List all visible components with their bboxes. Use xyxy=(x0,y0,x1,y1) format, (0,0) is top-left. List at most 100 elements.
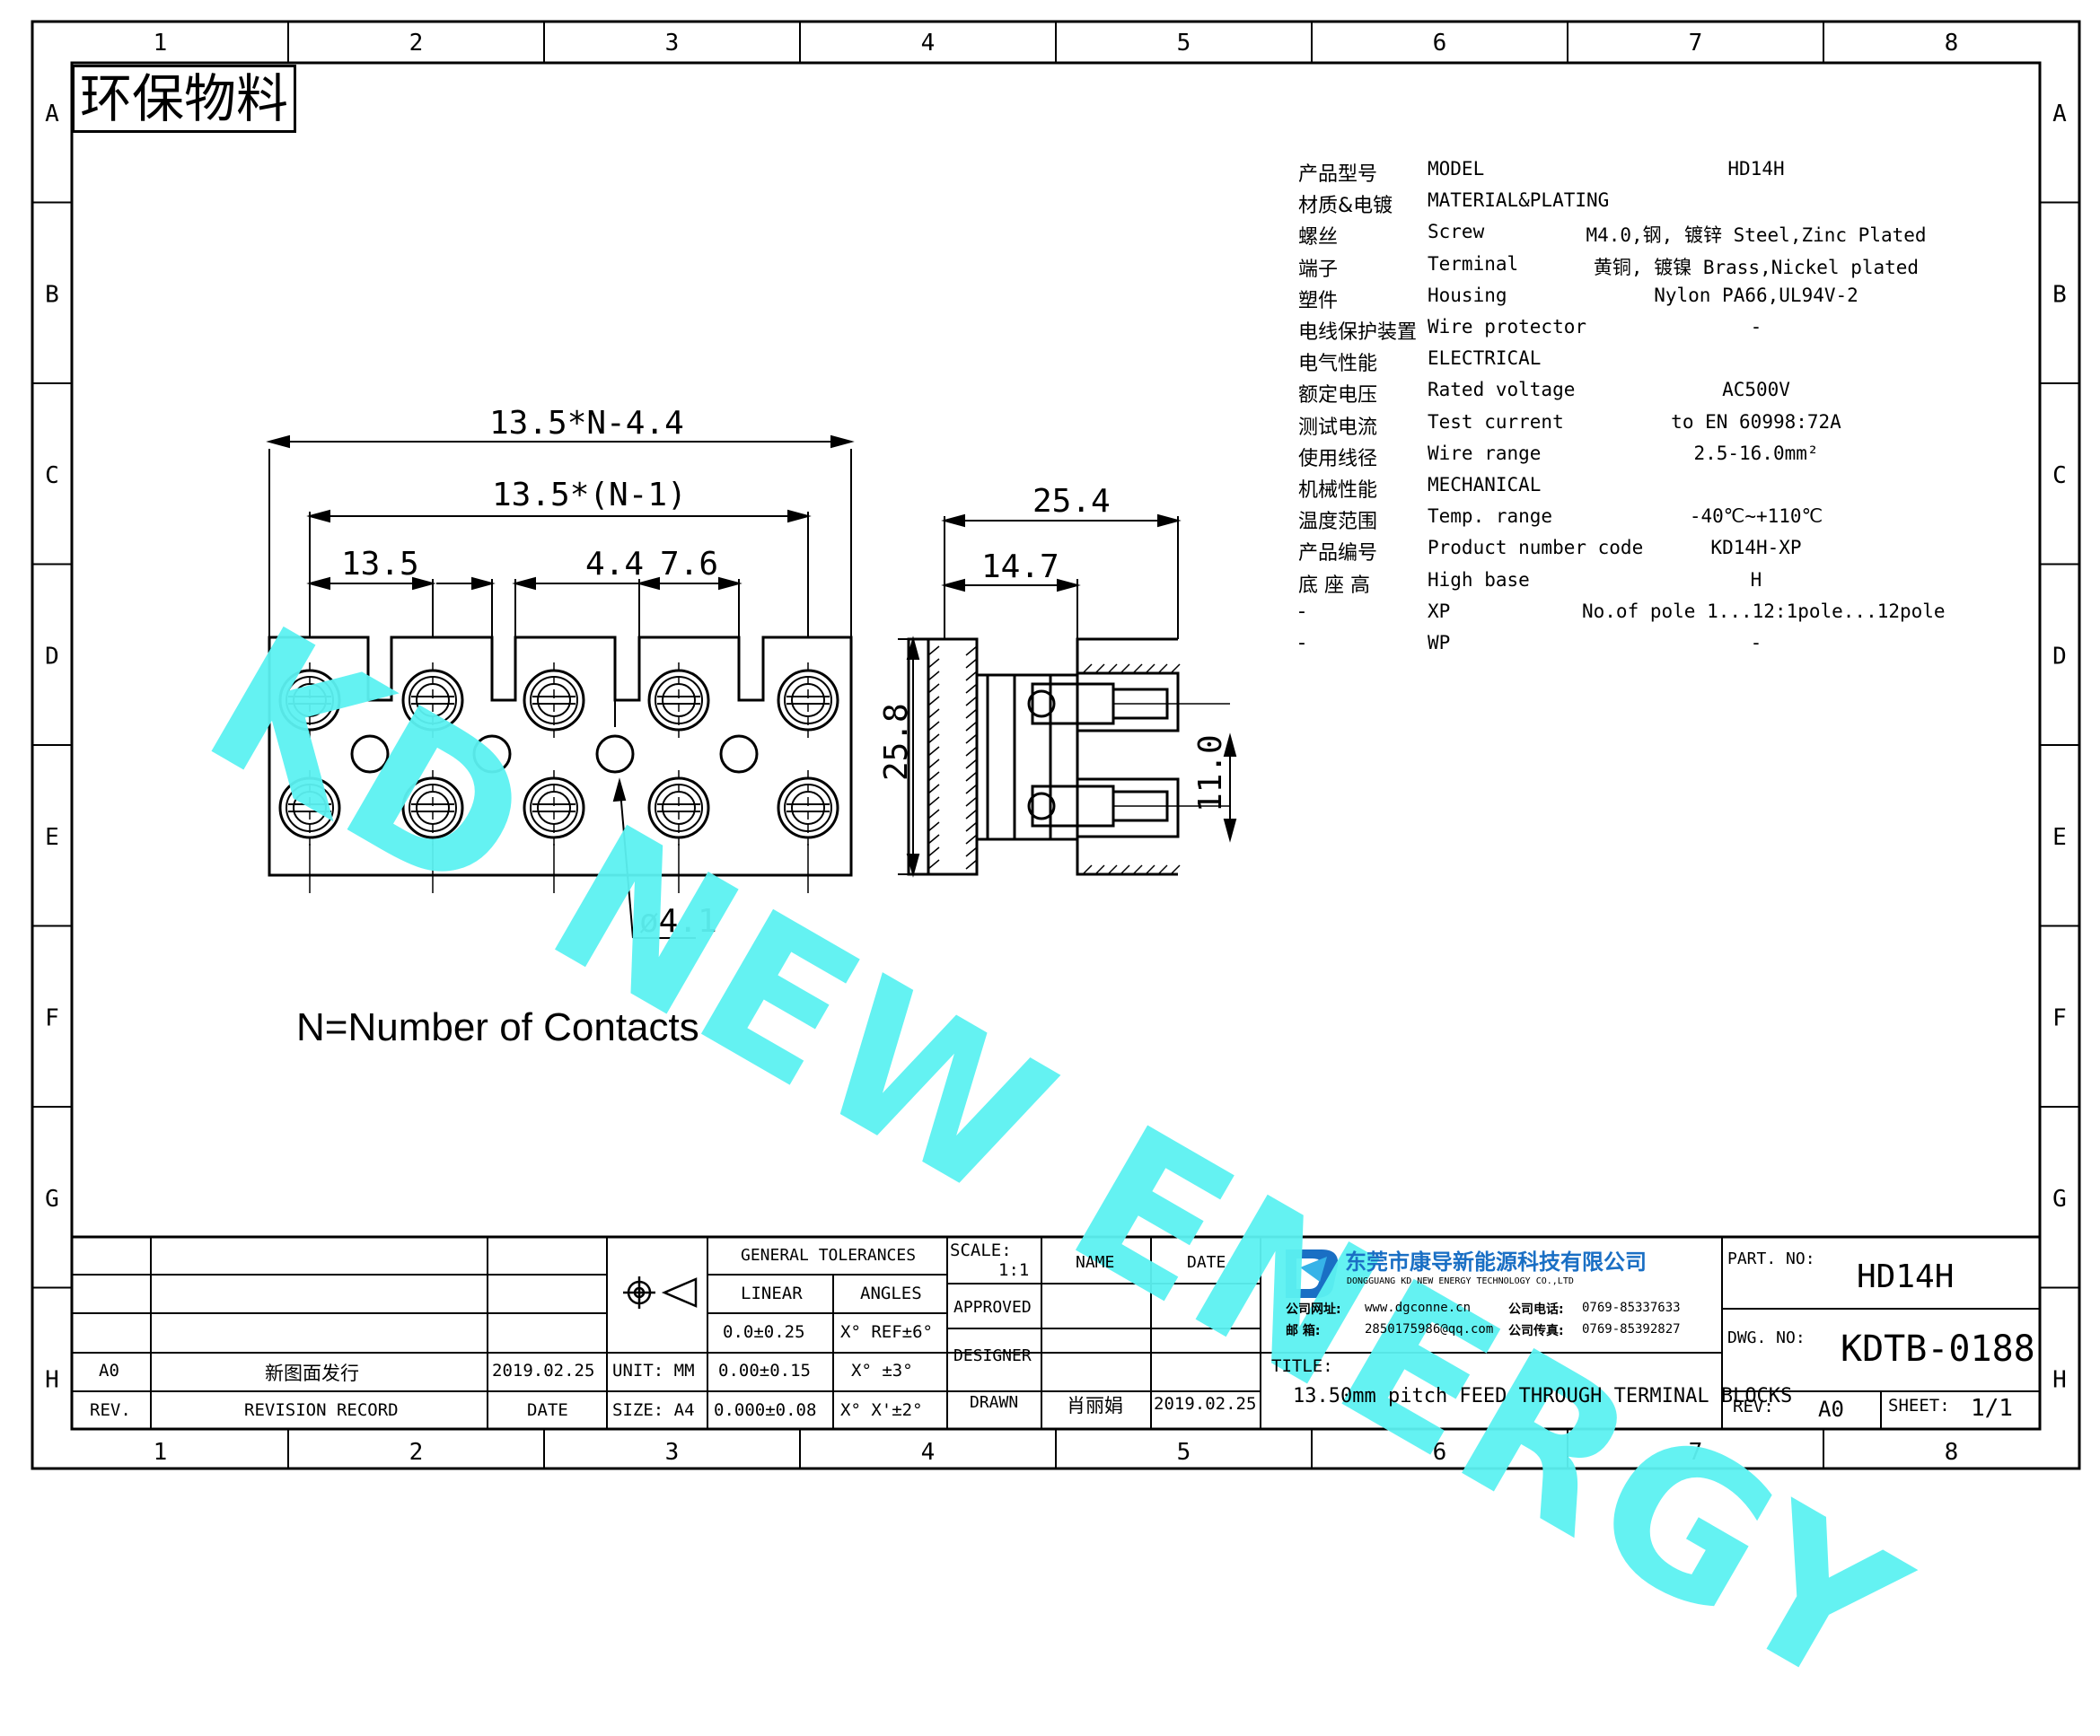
rev-label: REV. xyxy=(90,1400,131,1420)
eco-material-stamp: 环保物料 xyxy=(72,65,296,133)
spec-en: XP xyxy=(1428,600,1451,622)
spec-en: MECHANICAL xyxy=(1428,474,1542,495)
grid-col-label: 6 xyxy=(1433,30,1447,57)
dim-hole: ø4.1 xyxy=(639,903,717,940)
dim-span: 13.5*(N-1) xyxy=(492,477,687,513)
screw-head-icon xyxy=(278,770,341,846)
grid-row-label: D xyxy=(45,643,59,670)
phone-label: 公司电话: xyxy=(1508,1302,1564,1317)
screw-head-icon xyxy=(647,770,710,846)
rev-date-label: DATE xyxy=(527,1400,568,1420)
tol-angles-2: X° ±3° xyxy=(851,1361,913,1381)
approved-label: APPROVED xyxy=(953,1298,1032,1317)
spec-cn: 电气性能 xyxy=(1298,353,1378,376)
grid-col-label: 3 xyxy=(665,1439,680,1466)
mounting-hole xyxy=(472,734,512,774)
spec-value: - xyxy=(1750,632,1762,653)
spec-row: -WP- xyxy=(1298,632,2017,664)
screw-head-icon xyxy=(777,662,839,738)
spec-value: KD14H-XP xyxy=(1710,537,1802,559)
fax-label: 公司传真: xyxy=(1508,1324,1564,1338)
spec-cn: - xyxy=(1298,600,1305,623)
spec-value: AC500V xyxy=(1722,379,1790,401)
sheet-value: 1/1 xyxy=(1971,1395,2013,1422)
mounting-hole xyxy=(719,734,759,774)
spec-cn: 螺丝 xyxy=(1298,226,1339,250)
grid-row-label: B xyxy=(2052,281,2067,308)
dim-gap: 4.4 xyxy=(585,546,644,583)
grid-col-label: 8 xyxy=(1945,30,1959,57)
drawn-label: DRAWN xyxy=(970,1393,1019,1412)
rev-field: A0 xyxy=(1818,1397,1844,1422)
grid-row-label: G xyxy=(45,1186,59,1213)
designer-label: DESIGNER xyxy=(953,1346,1032,1365)
unit-label: UNIT: MM xyxy=(612,1361,695,1381)
grid-row-label: F xyxy=(2052,1004,2067,1031)
dwg-no: KDTB-0188 xyxy=(1841,1328,2035,1370)
dim-pitch: 13.5 xyxy=(341,546,419,583)
grid-col-label: 7 xyxy=(1689,30,1703,57)
screw-head-icon xyxy=(777,770,839,846)
phone: 0769-85337633 xyxy=(1582,1301,1681,1315)
spec-en: Wire range xyxy=(1428,442,1542,464)
front-dimensions xyxy=(266,434,855,939)
grid-col-label: 5 xyxy=(1177,1439,1191,1466)
screw-head-icon xyxy=(401,662,464,738)
company-logo-icon xyxy=(1286,1249,1339,1298)
website: www.dgconne.cn xyxy=(1365,1301,1472,1315)
grid-row-label: E xyxy=(2052,824,2067,851)
grid-row-label: E xyxy=(45,824,59,851)
front-view xyxy=(268,636,853,877)
grid-col-label: 6 xyxy=(1433,1439,1447,1466)
spec-en: MODEL xyxy=(1428,158,1485,180)
grid-row-label: A xyxy=(45,101,59,127)
spec-cn: 底 座 高 xyxy=(1298,574,1370,597)
spec-cn: 额定电压 xyxy=(1298,384,1378,408)
grid-col-label: 2 xyxy=(409,1439,424,1466)
spec-en: Rated voltage xyxy=(1428,379,1576,401)
spec-cn: 材质&电镀 xyxy=(1298,195,1393,218)
grid-row-label: D xyxy=(2052,643,2067,670)
rev-a0: A0 xyxy=(99,1361,119,1381)
angles-label: ANGLES xyxy=(860,1284,922,1303)
spec-value: - xyxy=(1750,316,1762,338)
grid-row-label: H xyxy=(2052,1366,2067,1393)
general-tolerances: GENERAL TOLERANCES xyxy=(741,1246,917,1265)
dim-width: 7.6 xyxy=(660,546,718,583)
spec-en: ELECTRICAL xyxy=(1428,347,1542,370)
grid-row-label: A xyxy=(2052,101,2067,127)
grid-row-label: G xyxy=(2052,1186,2067,1213)
front-view-outline xyxy=(268,636,853,877)
grid-col-label: 3 xyxy=(665,30,680,57)
screw-head-icon xyxy=(523,770,585,846)
spec-value: 2.5-16.0mm² xyxy=(1693,442,1819,464)
grid-col-label: 8 xyxy=(1945,1439,1959,1466)
rev-desc: 新图面发行 xyxy=(265,1363,359,1384)
dwg-no-label: DWG. NO: xyxy=(1727,1328,1806,1347)
side-view xyxy=(907,637,1230,876)
company-name-en: DONGGUANG KD NEW ENERGY TECHNOLOGY CO.,L… xyxy=(1347,1276,1574,1286)
contacts-note: N=Number of Contacts xyxy=(296,1005,699,1049)
spec-row: 电气性能 ELECTRICAL xyxy=(1298,347,2017,380)
spec-en: WP xyxy=(1428,632,1451,653)
spec-en: Wire protector xyxy=(1428,316,1587,338)
grid-col-label: 5 xyxy=(1177,30,1191,57)
sheet-label: SHEET: xyxy=(1888,1396,1950,1416)
grid-row-label: C xyxy=(45,462,59,489)
spec-row: 额定电压 Rated voltage AC500V xyxy=(1298,379,2017,411)
spec-en: Housing xyxy=(1428,284,1507,306)
spec-row: 机械性能 MECHANICAL xyxy=(1298,474,2017,506)
dim-height: 25.8 xyxy=(878,703,915,781)
fax: 0769-85392827 xyxy=(1582,1322,1681,1337)
spec-cn: 机械性能 xyxy=(1298,479,1378,502)
mounting-hole xyxy=(595,734,635,774)
